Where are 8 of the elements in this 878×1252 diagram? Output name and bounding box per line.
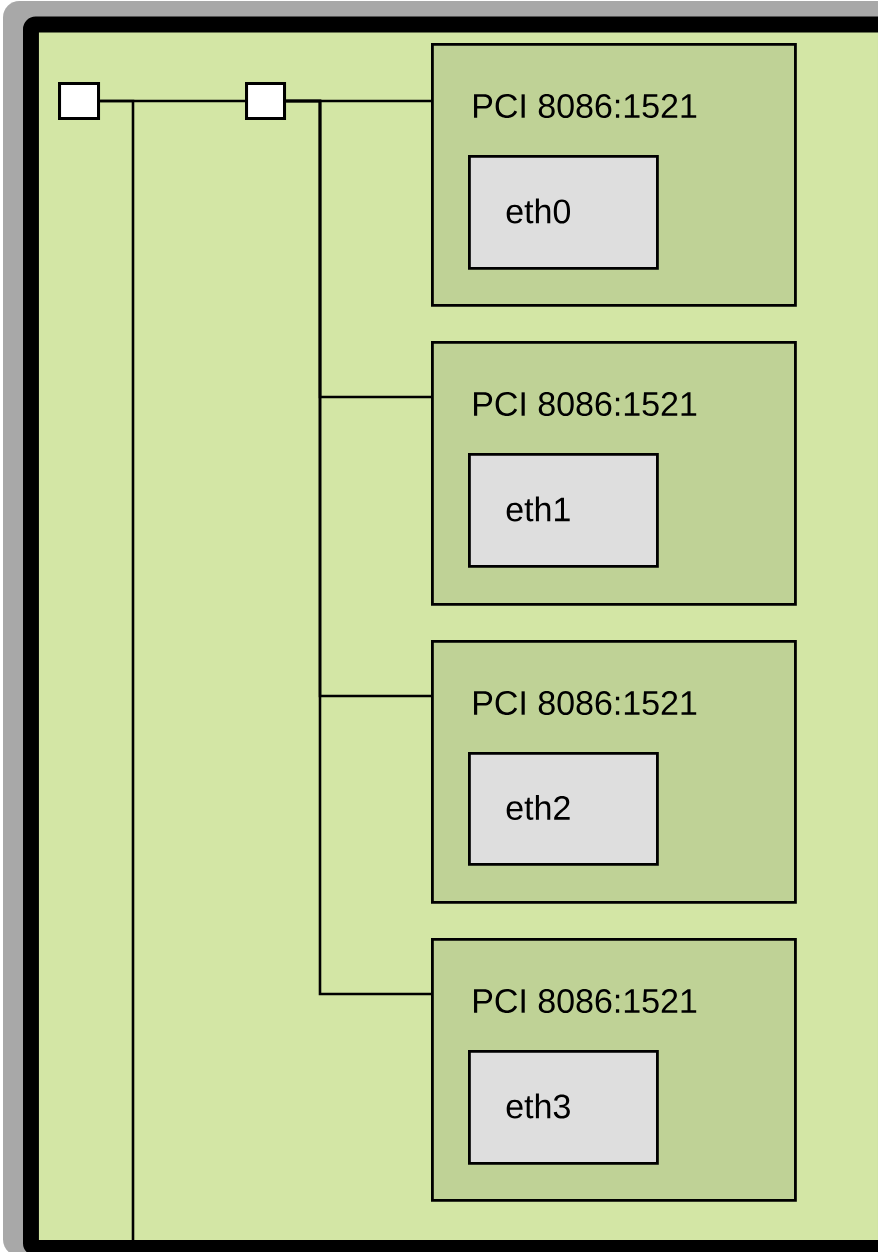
network-interface-box: eth0 [468, 155, 659, 270]
network-interface-box: eth3 [468, 1050, 659, 1165]
port-square [245, 82, 287, 121]
network-interface-box: eth1 [468, 453, 659, 568]
connector-line [286, 99, 431, 996]
connector-line [100, 99, 135, 1240]
network-interface-box: eth2 [468, 752, 659, 866]
port-square [58, 82, 101, 121]
